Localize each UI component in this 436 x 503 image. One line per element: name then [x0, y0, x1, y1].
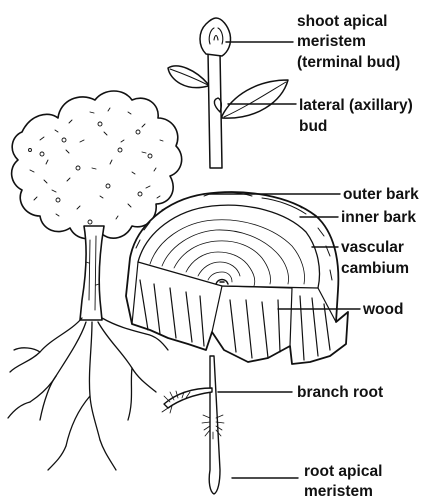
label-inner-bark: inner bark [341, 209, 416, 226]
label-outer-bark: outer bark [343, 186, 419, 203]
tree-roots [8, 318, 168, 470]
main-root [209, 356, 220, 494]
label-vascular-cambium-1: vascular [341, 239, 404, 256]
label-lateral-bud-2: bud [299, 118, 327, 135]
label-wood: wood [362, 301, 403, 318]
label-root-apical-1: root apical [304, 463, 382, 480]
right-leaf [222, 80, 288, 118]
left-leaf [168, 66, 208, 88]
tree-trunk [80, 226, 104, 320]
shoot-illustration [168, 18, 288, 168]
stem-cross-section [126, 192, 348, 364]
label-shoot-apical-1: shoot apical [297, 13, 387, 30]
label-shoot-apical-2: meristem [297, 33, 366, 50]
branch-root-shape [164, 388, 212, 408]
label-shoot-apical-3: (terminal bud) [297, 54, 400, 71]
root-illustration [162, 356, 224, 494]
label-lateral-bud-1: lateral (axillary) [299, 97, 413, 114]
label-branch-root: branch root [297, 384, 383, 401]
label-root-apical-2: meristem [304, 483, 373, 500]
label-vascular-cambium-2: cambium [341, 260, 409, 277]
